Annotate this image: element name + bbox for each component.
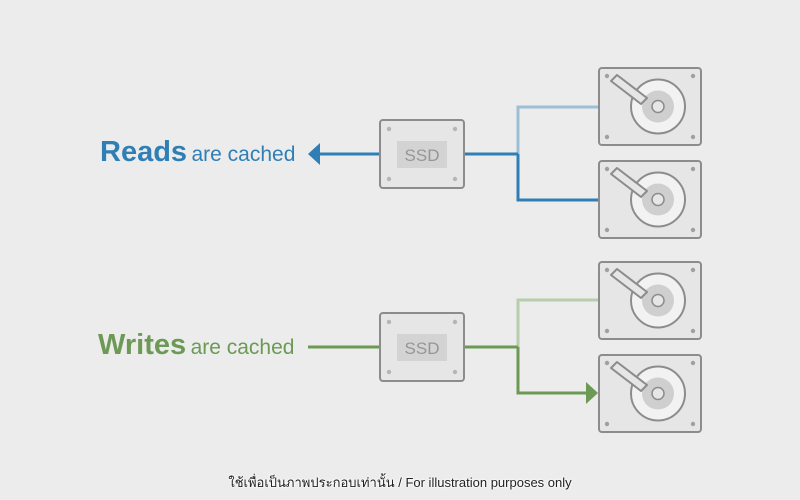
writes-active-connector	[516, 347, 586, 395]
hdd-icon	[598, 261, 702, 340]
hdd-icon	[598, 354, 702, 433]
cache-diagram: SSD SSD	[308, 67, 702, 433]
caption: ใช้เพื่อเป็นภาพประกอบเท่านั้น / For illu…	[228, 475, 572, 490]
hdd-icon	[598, 67, 702, 146]
reads-suffix: are cached	[191, 143, 296, 166]
ssd-icon: SSD	[379, 119, 465, 189]
writes-faded-connector	[516, 298, 598, 347]
writes-cached-label: Writes are cached	[98, 331, 294, 360]
arrow-left-icon	[308, 143, 320, 165]
reads-faded-connector	[516, 105, 598, 154]
writes-suffix: are cached	[190, 336, 295, 359]
ssd-label: SSD	[405, 339, 440, 358]
reads-active-connector	[516, 154, 598, 202]
arrow-right-icon	[586, 382, 598, 404]
writes-word: Writes	[98, 329, 187, 361]
ssd-icon: SSD	[379, 312, 465, 382]
hdd-icon	[598, 160, 702, 239]
reads-cached-label: Reads are cached	[100, 138, 295, 167]
ssd-label: SSD	[405, 146, 440, 165]
reads-word: Reads	[100, 136, 188, 168]
